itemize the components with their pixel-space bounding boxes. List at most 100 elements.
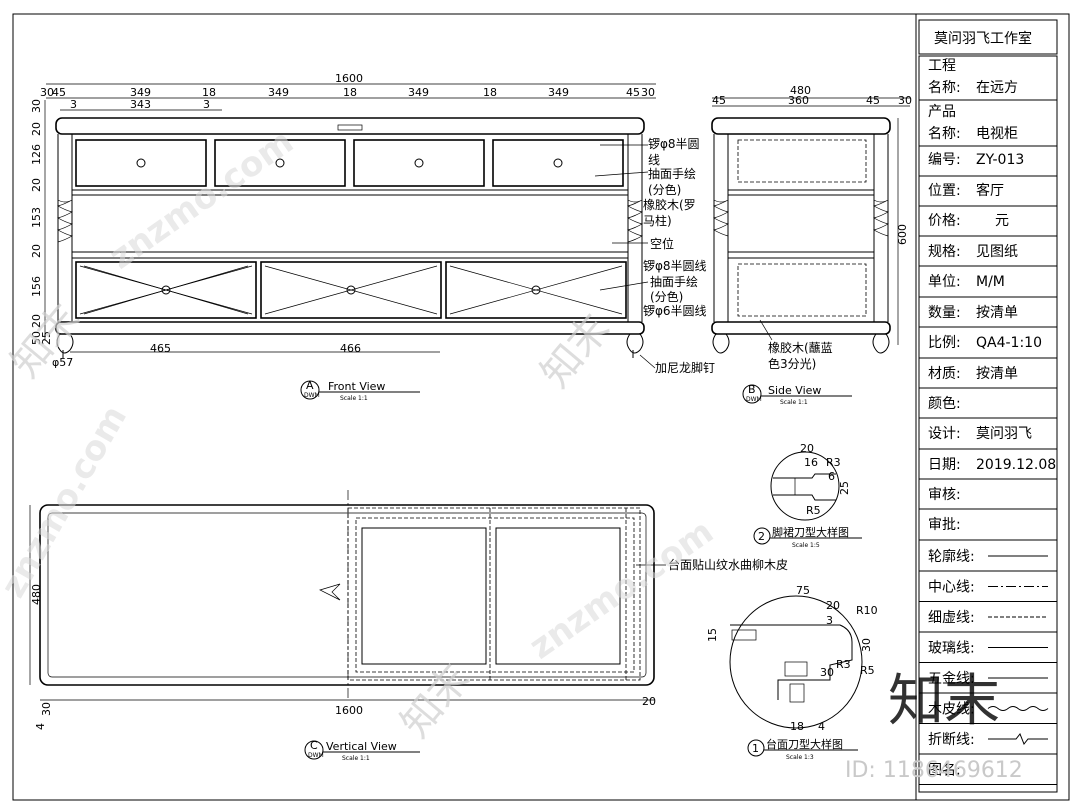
dim-label: 50 [30,331,43,345]
dim-label: 30 [641,86,655,99]
view-scale: Scale 1:1 [342,755,370,762]
vertical-overall-dim: 1600 [335,704,363,717]
dim-label: 343 [130,98,151,111]
foot-icon [872,333,890,354]
dim-label: 360 [788,94,809,107]
dim-label: 75 [796,584,810,597]
note-text: 抽面手绘 [650,274,698,289]
side-height-dim: 600 [896,224,909,245]
view-title: Side View [768,384,821,397]
title-block-label: 审批: [928,517,961,533]
foot-icon [626,333,644,354]
knob-icon [161,285,171,295]
detail-tag: 1 [752,742,759,755]
dim-label: 30 [40,86,54,99]
dim-label: 30 [860,638,873,652]
dim-label: R5 [860,664,875,677]
title-block-label: 产品 [928,104,956,120]
knob-icon [136,158,146,168]
legend-label: 细虚线: [928,610,975,626]
watermark-brand: 知末 [392,656,479,747]
dim-label: 18 [202,86,216,99]
dim-label: R5 [806,504,821,517]
dim-label: 156 [30,276,43,297]
dim-label: 30 [820,666,834,679]
note-text: 锣φ8半圆 [648,137,700,151]
note-text: 加尼龙脚钉 [655,360,715,375]
view-tag: C [310,739,318,752]
detail-scale: Scale 1:3 [786,754,814,761]
drawer [445,261,627,319]
knob-icon [414,158,424,168]
front-left-dims: 30 20 126 20 153 20 156 20 50 25 [30,99,53,345]
dim-label: 18 [483,86,497,99]
legend-line-sample [987,706,1049,711]
title-block-value: 元 [995,213,1009,229]
watermarks: znzmo.com znzmo.com znzmo.com 知末 知末 知末 知… [0,122,1023,783]
note-text: 台面贴山纹水曲柳木皮 [668,557,788,572]
title-block-label: 日期: [928,457,961,473]
foot-icon [56,333,74,354]
dim-label: 45 [52,86,66,99]
view-scale: Scale 1:1 [780,399,808,406]
top-plan [39,504,655,686]
dim-label: 30 [40,702,53,716]
front-legs [56,134,644,358]
title-block-label: 颜色: [928,395,961,412]
vertical-depth-dim: 480 [30,584,43,605]
drawer [75,139,207,187]
legend-line-sample [988,733,1048,745]
title-block-label: 数量: [928,305,961,321]
knob-icon [553,158,563,168]
dim-label: 30 [30,99,43,113]
title-block-value: ZY-013 [976,152,1024,168]
title-block-label: 价格: [928,213,961,229]
title-block-frame [915,13,1070,801]
dim-label: 20 [30,122,43,136]
dim-label: 20 [826,599,840,612]
dim-label: 3 [826,614,833,627]
detail-title: 脚裙刀型大样图 [772,525,849,539]
knob-icon [346,285,356,295]
note-text: 色3分光) [768,357,816,371]
dim-label: 18 [343,86,357,99]
bottom-drawers [75,261,627,319]
dim-label: 45 [626,86,640,99]
drawer [260,261,442,319]
detail-scale: Scale 1:5 [792,542,820,549]
legend-label: 木皮线: [928,702,975,718]
dim-label: 45 [712,94,726,107]
title-block-value: 莫问羽飞 [976,426,1032,442]
watermark-text: znzmo.com [522,512,721,668]
dim-label: R3 [836,658,851,671]
front-top-dims: 30 45 349 18 349 18 349 18 349 45 30 [40,86,655,99]
legend-label: 轮廓线: [928,548,975,565]
title-block-value: QA4-1:10 [976,335,1042,351]
dim-label: R10 [856,604,878,617]
watermark-text: znzmo.com [102,122,301,278]
dim-label: 349 [130,86,151,99]
vertical-view: 台面贴山纹水曲柳木皮 480 1600 4 30 20 C DWM Vertic… [29,490,788,762]
dim-label: 6 [828,470,835,483]
view-title: Vertical View [326,740,397,753]
front-overall-dim: 1600 [335,72,363,85]
note-text: (分色) [648,183,681,197]
drawer [492,139,624,187]
dim-label: 4 [34,723,47,730]
title-block-label: 材质: [928,366,961,382]
title-block-value: 见图纸 [976,244,1018,260]
view-tag-sub: DWM [308,752,324,759]
watermark-logo: 知末 [888,669,1000,734]
detail-tag: 2 [758,530,765,543]
studio-name: 莫问羽飞工作室 [934,30,1032,47]
note-text: 锣φ6半圆线 [643,304,707,318]
drawer [353,139,485,187]
detail-1: 75 20 R10 3 15 30 R5 R3 30 18 4 1 台面刀型大样… [706,584,878,761]
title-block-value: 客厅 [976,182,1004,199]
dim-label: 18 [790,720,804,733]
title-block-label: 设计: [928,426,961,442]
drawer [75,261,257,319]
note-text: 橡胶木(罗 [643,197,696,212]
dim-label: 45 [866,94,880,107]
